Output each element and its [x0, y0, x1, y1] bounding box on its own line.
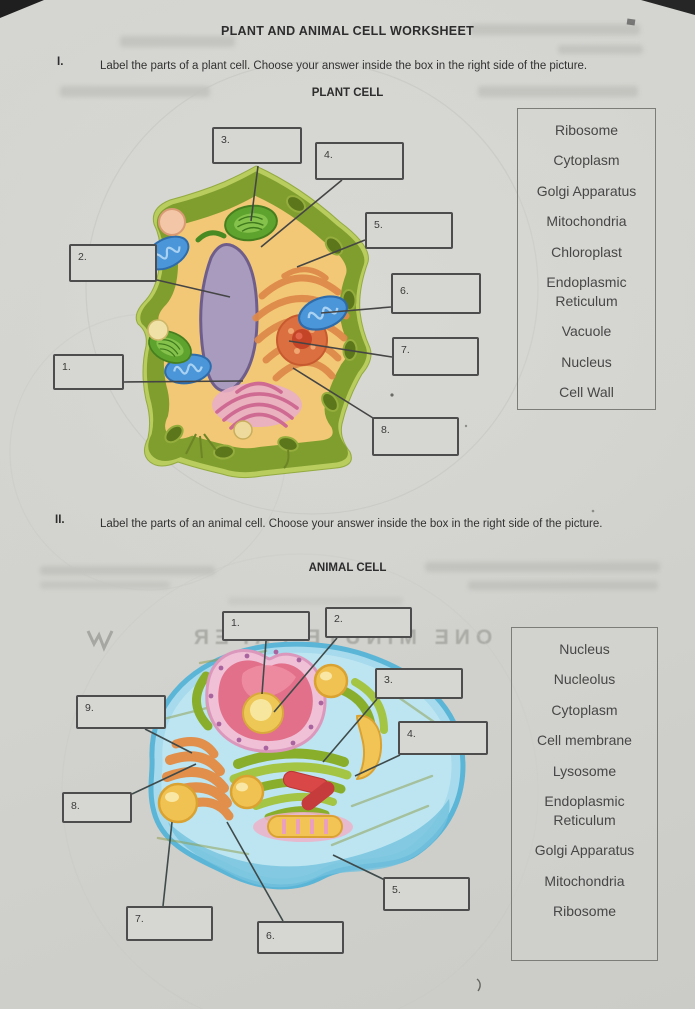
bleed-artifact: [120, 36, 235, 47]
animal-word-bank: Nucleus Nucleolus Cytoplasm Cell membran…: [511, 627, 658, 961]
bleed-artifact: [425, 562, 660, 572]
section2-instruction: Label the parts of an animal cell. Choos…: [100, 518, 603, 530]
animal-golgi-apparatus: [162, 737, 234, 821]
plant-chloroplast: [148, 204, 278, 364]
animal-answer-box-5-number: 5.: [392, 884, 401, 896]
word-bank-item: Chloroplast: [551, 243, 622, 260]
bleed-circle-artifacts: [9, 61, 539, 1009]
plant-cell-wall: [135, 165, 372, 479]
word-bank-item: Ribosome: [552, 903, 617, 920]
plant-answer-box-4-number: 4.: [324, 149, 333, 161]
plant-word-bank: Ribosome Cytoplasm Golgi Apparatus Mitoc…: [517, 108, 656, 410]
animal-endoplasmic-reticulum: [192, 661, 388, 821]
bleed-artifact: [468, 581, 658, 590]
section1-numeral: I.: [57, 56, 64, 68]
animal-answer-box-5[interactable]: 5.: [383, 877, 470, 911]
scan-corner-shadow-top-right: [641, 0, 695, 15]
word-bank-item: Endoplasmic Reticulum: [544, 793, 625, 828]
plant-answer-box-1[interactable]: 1.: [53, 354, 124, 390]
plant-answer-box-7[interactable]: 7.: [392, 337, 479, 376]
animal-answer-box-7-number: 7.: [135, 913, 144, 925]
bleed-artifact: [40, 566, 215, 575]
word-bank-item: Cytoplasm: [551, 701, 618, 718]
section2-numeral: II.: [55, 514, 65, 526]
worksheet-title: PLANT AND ANIMAL CELL WORKSHEET: [220, 24, 475, 38]
animal-answer-box-1[interactable]: 1.: [222, 611, 310, 641]
animal-leader-lines: [131, 637, 401, 922]
plant-answer-box-5-number: 5.: [374, 219, 383, 231]
plant-answer-box-8-number: 8.: [381, 424, 390, 436]
plant-plasmodesmata-threads: [185, 433, 290, 469]
word-bank-item: Ribosome: [554, 121, 619, 138]
plant-answer-box-7-number: 7.: [401, 344, 410, 356]
nuclear-pore-dots: [208, 649, 324, 751]
animal-answer-box-4[interactable]: 4.: [398, 721, 488, 755]
plant-answer-box-2[interactable]: 2.: [69, 244, 157, 282]
word-bank-item: Mitochondria: [544, 872, 625, 889]
plant-answer-box-2-number: 2.: [78, 251, 87, 263]
plant-nucleus: [276, 314, 328, 366]
plant-cell-heading: PLANT CELL: [311, 87, 384, 99]
plant-cell-illustration: [135, 165, 372, 479]
plant-golgi-apparatus: [212, 381, 302, 430]
animal-lysosome: [157, 663, 349, 824]
animal-answer-box-6-number: 6.: [266, 930, 275, 942]
animal-mitochondrion: [253, 714, 383, 842]
plant-answer-box-6-number: 6.: [400, 285, 409, 297]
word-bank-item: Lysosome: [552, 762, 617, 779]
plant-answer-box-5[interactable]: 5.: [365, 212, 453, 249]
animal-cell-heading: ANIMAL CELL: [308, 562, 387, 574]
word-bank-item: Nucleus: [559, 640, 610, 657]
animal-answer-box-3-number: 3.: [384, 674, 393, 686]
animal-centrioles: [282, 770, 335, 811]
animal-answer-box-7[interactable]: 7.: [126, 906, 213, 941]
animal-answer-box-9-number: 9.: [85, 702, 94, 714]
plant-answer-box-3-number: 3.: [221, 134, 230, 146]
plant-answer-box-3[interactable]: 3.: [212, 127, 302, 164]
plant-endoplasmic-reticulum: [252, 266, 350, 382]
animal-answer-box-9[interactable]: 9.: [76, 695, 166, 729]
section1-instruction: Label the parts of a plant cell. Choose …: [100, 60, 588, 72]
word-bank-item: Endoplasmic Reticulum: [546, 274, 627, 309]
plant-vesicles: [147, 208, 253, 440]
bleed-artifact: [40, 581, 170, 589]
scan-corner-shadow-top-left: [0, 0, 44, 18]
plant-answer-box-6[interactable]: 6.: [391, 273, 481, 314]
animal-answer-box-1-number: 1.: [231, 617, 240, 629]
plant-answer-box-1-number: 1.: [62, 361, 71, 373]
word-bank-item: Cell Wall: [559, 384, 614, 401]
animal-answer-box-2-number: 2.: [334, 613, 343, 625]
animal-answer-box-2[interactable]: 2.: [325, 607, 412, 638]
animal-nucleus: [205, 649, 327, 753]
word-bank-item: Nucleolus: [553, 671, 616, 688]
bleed-artifact: [478, 86, 638, 97]
bleed-artifact: [558, 45, 643, 54]
word-bank-item: Vacuole: [561, 323, 612, 340]
animal-answer-box-8-number: 8.: [71, 800, 80, 812]
word-bank-item: Golgi Apparatus: [536, 182, 637, 199]
word-bank-item: Nucleus: [561, 353, 612, 370]
word-bank-item: Cell membrane: [537, 732, 632, 749]
word-bank-item: Mitochondria: [546, 213, 627, 230]
plant-mitochondrion: [144, 235, 348, 385]
word-bank-item: Cytoplasm: [553, 152, 620, 169]
animal-nucleolus: [242, 692, 284, 734]
word-bank-item: Golgi Apparatus: [534, 842, 635, 859]
plant-answer-box-8[interactable]: 8.: [372, 417, 459, 456]
animal-answer-box-4-number: 4.: [407, 728, 416, 740]
plant-answer-box-4[interactable]: 4.: [315, 142, 404, 180]
plant-vacuole: [199, 243, 259, 393]
plant-wall-pits: [164, 195, 358, 460]
bleed-artifact: [228, 597, 403, 605]
animal-answer-box-3[interactable]: 3.: [375, 668, 463, 699]
animal-answer-box-6[interactable]: 6.: [257, 921, 344, 954]
animal-answer-box-8[interactable]: 8.: [62, 792, 132, 823]
plant-leader-lines: [123, 165, 393, 419]
bleed-artifact: [470, 24, 640, 35]
